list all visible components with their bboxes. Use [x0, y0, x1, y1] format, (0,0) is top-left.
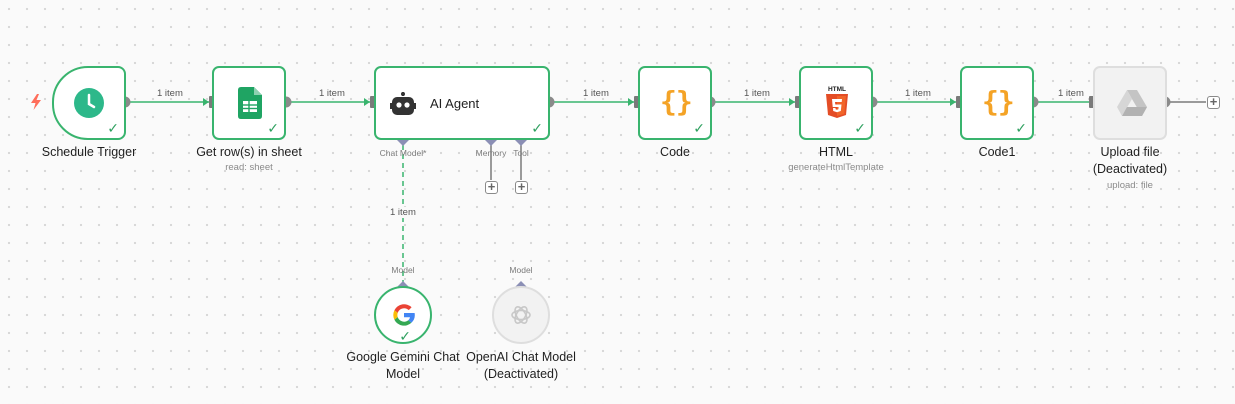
- success-check-icon: ✓: [107, 120, 119, 136]
- port-label-memory: Memory: [475, 148, 507, 158]
- port-label-model: Model: [391, 265, 415, 275]
- edge-label: 1 item: [1058, 88, 1084, 99]
- node-label: Schedule Trigger: [41, 145, 137, 159]
- success-check-icon: ✓: [1015, 120, 1027, 136]
- node-label: HTML: [818, 145, 854, 159]
- node-subtitle: upload: file: [1107, 180, 1153, 191]
- trigger-bolt-icon: [31, 94, 41, 110]
- html5-icon: HTML: [826, 86, 848, 118]
- success-check-icon: ✓: [399, 328, 411, 344]
- node-get-rows[interactable]: ✓: [212, 66, 286, 140]
- node-code[interactable]: {} ✓: [638, 66, 712, 140]
- add-tool-button[interactable]: +: [515, 180, 528, 194]
- node-label: Code1: [978, 145, 1016, 159]
- node-upload-file[interactable]: [1093, 66, 1167, 140]
- node-html[interactable]: HTML ✓: [799, 66, 873, 140]
- add-node-button[interactable]: +: [1207, 95, 1220, 109]
- google-g-icon: [393, 304, 415, 326]
- code-braces-icon: {}: [660, 85, 693, 118]
- edge-label: 1 item: [744, 88, 770, 99]
- success-check-icon: ✓: [531, 120, 543, 136]
- code-braces-icon: {}: [982, 85, 1015, 118]
- google-drive-icon: [1117, 90, 1147, 116]
- node-title: AI Agent: [430, 96, 480, 111]
- node-ai-agent[interactable]: AI Agent ✓: [374, 66, 550, 140]
- edge-label: 1 item: [319, 88, 345, 99]
- edge-label: 1 item: [390, 207, 416, 218]
- node-code1[interactable]: {} ✓: [960, 66, 1034, 140]
- node-schedule-trigger[interactable]: ✓: [52, 66, 126, 140]
- clock-icon: [74, 88, 104, 118]
- add-memory-button[interactable]: +: [485, 180, 498, 194]
- success-check-icon: ✓: [854, 120, 866, 136]
- openai-icon: [511, 306, 531, 324]
- edge-label: 1 item: [157, 88, 183, 99]
- port-label-chat-model: Chat Model*: [379, 148, 427, 158]
- node-openai-chat-model[interactable]: [492, 286, 550, 344]
- svg-text:HTML: HTML: [828, 86, 846, 93]
- node-gemini-chat-model[interactable]: ✓: [374, 286, 432, 344]
- port-label-tool: Tool: [513, 148, 529, 158]
- success-check-icon: ✓: [693, 120, 705, 136]
- node-label: OpenAI Chat Model (Deactivated): [466, 350, 576, 381]
- node-subtitle: generateHtmlTemplate: [788, 162, 884, 173]
- port-label-model: Model: [509, 265, 533, 275]
- success-check-icon: ✓: [267, 120, 279, 136]
- node-label: Upload file (Deactivated): [1092, 145, 1168, 176]
- edge-label: 1 item: [583, 88, 609, 99]
- edge-label: 1 item: [905, 88, 931, 99]
- node-label: Get row(s) in sheet: [196, 145, 302, 159]
- node-label: Code: [660, 145, 690, 159]
- node-subtitle: read: sheet: [225, 162, 273, 173]
- robot-icon: [390, 92, 416, 115]
- google-sheets-icon: [238, 87, 262, 119]
- node-label: Google Gemini Chat Model: [346, 350, 460, 381]
